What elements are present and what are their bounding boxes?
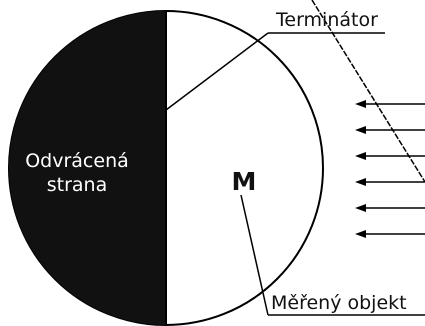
dark-side-label-line1: Odvrácená [25,150,129,172]
measured-object-callout-line [240,194,269,316]
light-ray-arrow [355,230,425,238]
dark-hemisphere [9,11,166,325]
center-label: M [232,167,257,196]
light-ray-arrow [355,100,425,108]
diagonal-guide-line [311,0,425,183]
light-ray-arrowhead-icon [355,204,366,212]
light-ray-arrowhead-icon [355,230,366,238]
measured-object-label: Měřený objekt [271,292,407,314]
light-ray-arrowhead-icon [355,126,366,134]
light-ray-arrowhead-icon [355,178,366,186]
light-ray-arrowhead-icon [355,152,366,160]
light-ray-arrow [355,126,425,134]
light-ray-arrowhead-icon [355,100,366,108]
terminator-label: Terminátor [275,9,378,31]
light-ray-arrow [355,178,425,186]
light-rays [355,100,425,238]
terminator-callout-line [165,32,269,111]
light-ray-arrow [355,152,425,160]
dark-side-label-line2: strana [47,174,108,196]
light-ray-arrow [355,204,425,212]
